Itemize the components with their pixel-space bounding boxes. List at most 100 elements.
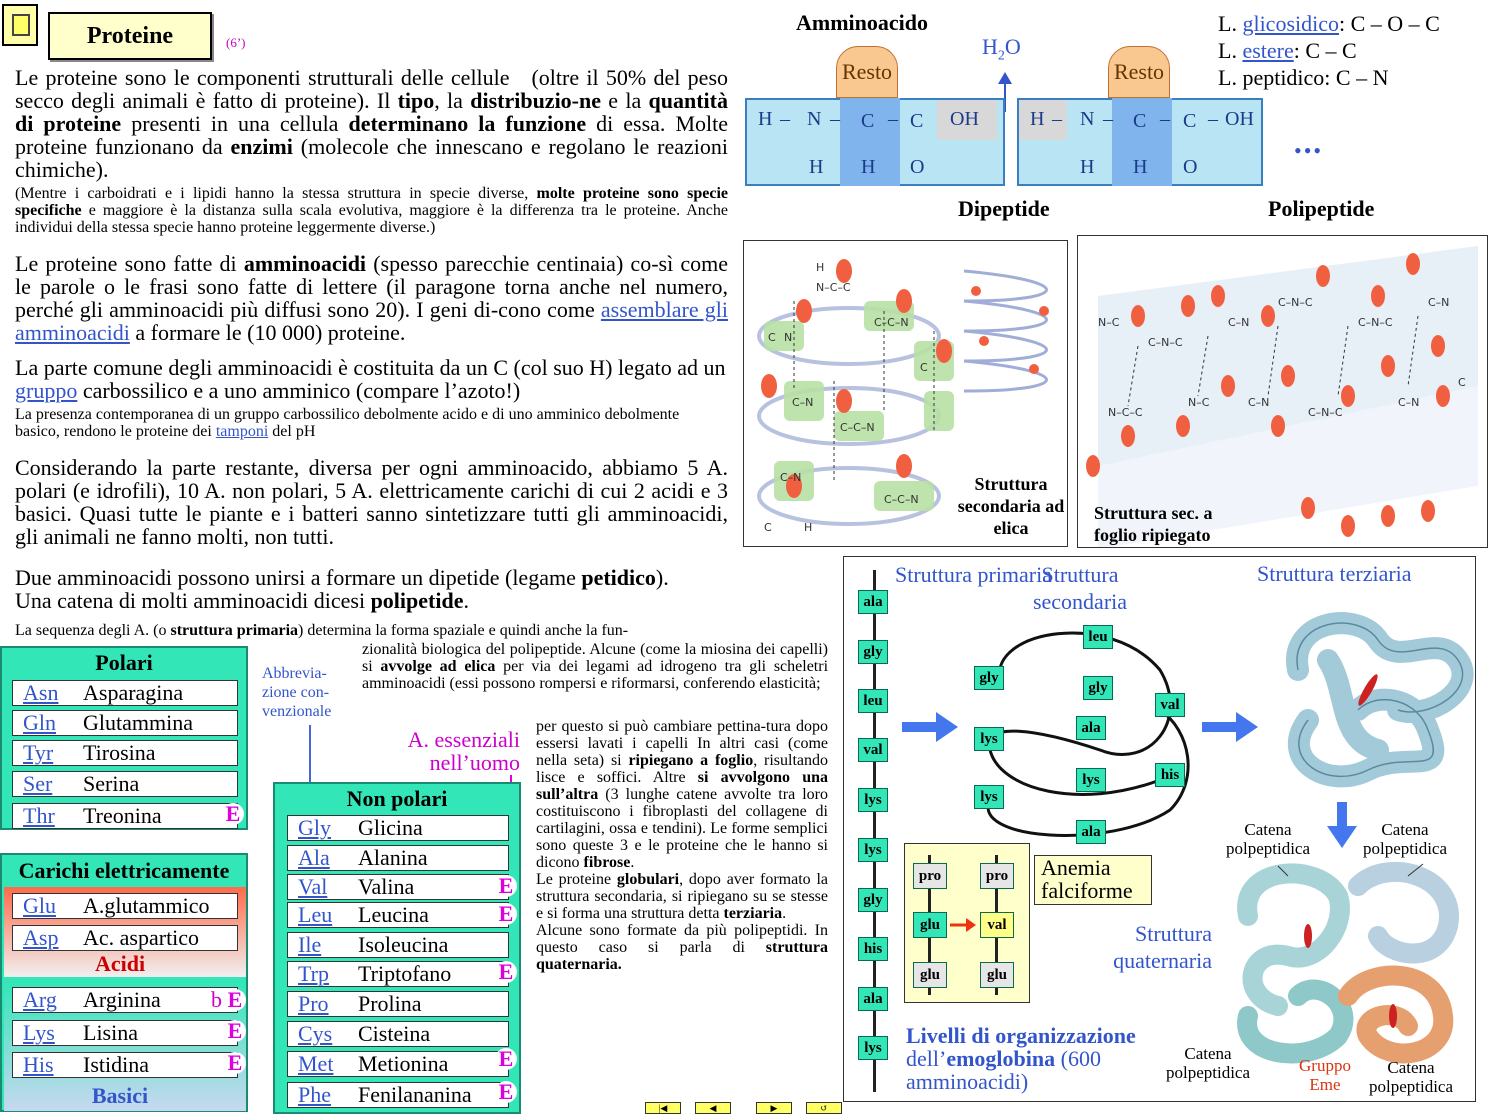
essential-badge: E: [495, 961, 517, 983]
paragraph-elica: zionalità biologica del polipeptide. Alc…: [362, 641, 829, 692]
next-slide-button[interactable]: ▶: [756, 1102, 792, 1114]
document-icon[interactable]: [2, 4, 38, 46]
paragraph-classificazione: Considerando la parte restante, diversa …: [15, 455, 728, 549]
basic-label: Basici: [91, 1083, 149, 1108]
assemblare-link[interactable]: assemblare gli amminoacidi: [15, 297, 728, 345]
residue: ala: [858, 590, 888, 614]
svg-text:H: H: [804, 521, 812, 534]
residue: val: [980, 912, 1014, 938]
svg-text:C–N: C–N: [1398, 396, 1419, 409]
svg-text:C: C: [920, 361, 928, 374]
residue: gly: [1083, 676, 1113, 700]
essential-note: A. essenziali nell’uomo: [407, 727, 520, 775]
svg-text:C–N: C–N: [1248, 396, 1269, 409]
tamponi-link[interactable]: tamponi: [215, 423, 269, 440]
catena-label-top-right: Catena polpeptidica: [1362, 820, 1448, 858]
residue: ala: [858, 987, 888, 1011]
svg-text:N–C: N–C: [1098, 316, 1120, 329]
previous-slide-button[interactable]: ◀: [695, 1102, 731, 1114]
svg-text:C–N: C–N: [780, 471, 801, 484]
estere-link[interactable]: estere: [1242, 38, 1294, 63]
struttura-terziaria-label: Struttura terziaria: [1257, 561, 1412, 586]
time-note: (6’): [226, 35, 246, 50]
struttura-quaternaria-label: Struttura quaternaria: [1113, 921, 1212, 973]
essential-badge: E: [224, 989, 246, 1011]
carichi-title: Carichi elettricamente: [18, 858, 230, 883]
essential-badge: E: [495, 875, 517, 897]
return-button[interactable]: ↺: [806, 1102, 842, 1114]
essential-badge: E: [222, 803, 244, 825]
mutation-arrow: [950, 918, 976, 932]
svg-text:C–C–N: C–C–N: [874, 316, 909, 329]
residue: pro: [913, 863, 947, 889]
residue: lys: [974, 785, 1004, 809]
svg-text:N: N: [784, 331, 792, 344]
residue: glu: [913, 962, 947, 988]
residue: lys: [858, 1036, 888, 1060]
intro-small-text: (Mentre i carboidrati e i lipidi hanno l…: [15, 185, 728, 236]
catena-label-bottom-left: Catena polpeptidica: [1165, 1044, 1251, 1082]
gruppo-eme-label: Gruppo Eme: [1299, 1056, 1351, 1094]
struttura-primaria-label: Struttura primaria: [895, 562, 1053, 587]
intro-paragraph: Le proteine sono le componenti struttura…: [15, 65, 729, 182]
residue: glu: [913, 912, 947, 938]
svg-text:C–N: C–N: [1428, 296, 1449, 309]
first-slide-button[interactable]: |◀: [645, 1102, 681, 1114]
intro-small-note: [15, 164, 728, 181]
essential-badge: E: [495, 1081, 517, 1103]
catena-label-bottom-right: Catena polpeptidica: [1368, 1058, 1454, 1096]
residue: gly: [858, 640, 888, 664]
quaternary-structure-illustration: [1237, 861, 1459, 1064]
gruppo-link[interactable]: gruppo: [15, 378, 78, 403]
residue: his: [1155, 763, 1185, 787]
residue: ala: [1076, 820, 1106, 844]
non-polari-title: Non polari: [346, 786, 448, 811]
acid-label: Acidi: [94, 951, 146, 976]
polari-title: Polari: [95, 650, 153, 675]
svg-text:C: C: [1458, 376, 1466, 389]
svg-text:N–C: N–C: [1188, 396, 1210, 409]
amminoacido-label: Amminoacido: [796, 10, 928, 35]
svg-text:C–N–C: C–N–C: [1278, 296, 1313, 309]
residue: lys: [974, 727, 1004, 751]
dipeptide-label: Dipeptide: [958, 196, 1050, 221]
glicosidico-link[interactable]: glicosidico: [1242, 11, 1339, 36]
paragraph-amminoacidi: Le proteine sono fatte di amminoacidi (s…: [15, 251, 728, 345]
essential-badge: E: [495, 903, 517, 925]
svg-text:C–N–C: C–N–C: [1308, 406, 1343, 419]
svg-text:C–C–N: C–C–N: [884, 493, 919, 506]
sheet-caption: Struttura sec. a foglio ripiegato: [1094, 503, 1213, 545]
paragraph-dipeptide: Due amminoacidi possono unirsi a formare…: [15, 565, 669, 613]
abbrev-note: Abbrevia-zione con-venzionale: [262, 665, 332, 720]
residue: val: [1155, 693, 1185, 717]
residue: lys: [858, 788, 888, 812]
anemia-title: Anemia falciforme: [1034, 855, 1152, 905]
arrow-tertiary-to-quaternary: [1327, 802, 1357, 848]
svg-text:C: C: [764, 521, 772, 534]
svg-text:N–C–C: N–C–C: [816, 281, 851, 294]
